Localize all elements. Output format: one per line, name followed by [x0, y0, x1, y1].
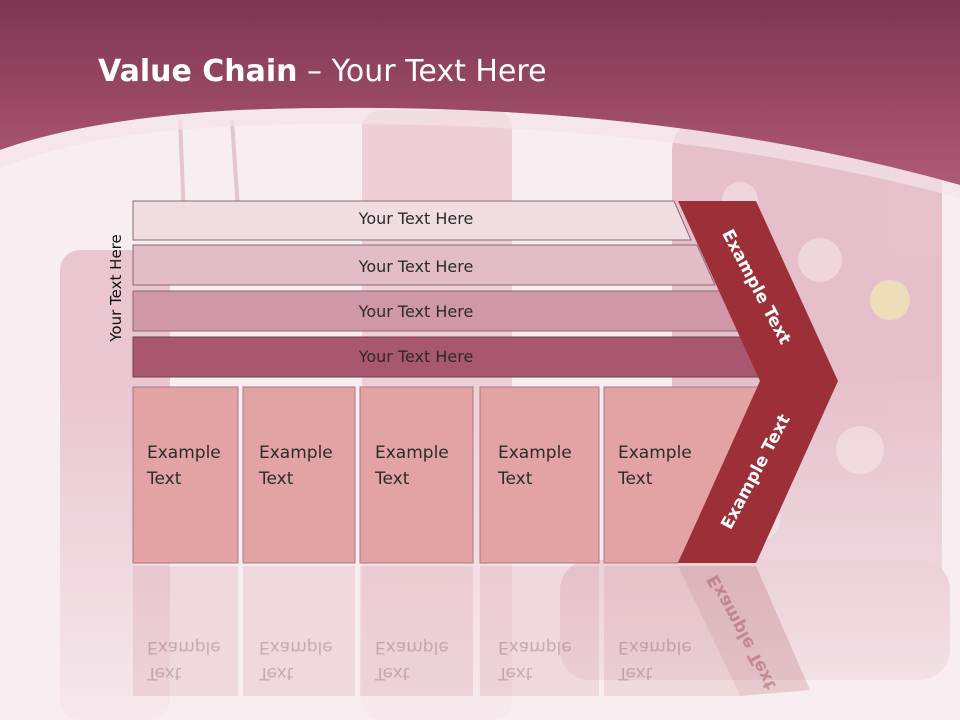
reflection-label-1: Text Example	[147, 634, 221, 686]
column-label-1-line2: Text	[147, 469, 182, 489]
reflection-label-4: Text Example	[498, 634, 572, 686]
row-label-3: Your Text Here	[358, 302, 474, 321]
margin-chevron-upper	[678, 201, 838, 381]
column-label-4: Example Text	[498, 440, 572, 492]
column-label-2-line1: Example	[259, 443, 333, 463]
row-label-4: Your Text Here	[358, 347, 474, 366]
column-label-5: Example Text	[618, 440, 692, 492]
column-label-2-line2: Text	[259, 469, 294, 489]
reflection-label-1-line1: Example	[147, 637, 221, 657]
column-label-3: Example Text	[375, 440, 449, 492]
column-label-4-line1: Example	[498, 443, 572, 463]
column-label-3-line1: Example	[375, 443, 449, 463]
row-label-2: Your Text Here	[358, 257, 474, 276]
reflection-label-3-line2: Text	[375, 663, 410, 683]
reflection-label-2-line2: Text	[259, 663, 294, 683]
reflection-label-5-line2: Text	[618, 663, 653, 683]
column-label-1: Example Text	[147, 440, 221, 492]
title-rest: – Your Text Here	[297, 54, 547, 89]
reflection-label-1-line2: Text	[147, 663, 182, 683]
reflection-label-5: Text Example	[618, 634, 692, 686]
column-label-2: Example Text	[259, 440, 333, 492]
reflection-label-2-line1: Example	[259, 637, 333, 657]
title-bold: Value Chain	[98, 54, 298, 89]
reflection-label-4-line2: Text	[498, 663, 533, 683]
margin-chevron-lower	[678, 381, 838, 563]
slide-title: Value Chain – Your Text Here	[98, 54, 547, 89]
column-shape-1	[132, 386, 239, 564]
reflection	[133, 566, 810, 696]
column-shape-4	[479, 386, 600, 564]
column-label-3-line2: Text	[375, 469, 410, 489]
column-shape-2	[242, 386, 356, 564]
reflection-label-5-line1: Example	[618, 637, 692, 657]
row-shape-1	[132, 200, 692, 241]
reflection-label-4-line1: Example	[498, 637, 572, 657]
column-label-5-line2: Text	[618, 469, 653, 489]
reflection-label-3-line1: Example	[375, 637, 449, 657]
row-label-1: Your Text Here	[358, 209, 474, 228]
row-shape-2	[132, 244, 716, 286]
column-label-4-line2: Text	[498, 469, 533, 489]
reflection-label-3: Text Example	[375, 634, 449, 686]
column-shape-3	[359, 386, 474, 564]
column-label-5-line1: Example	[618, 443, 692, 463]
reflection-label-2: Text Example	[259, 634, 333, 686]
column-label-1-line1: Example	[147, 443, 221, 463]
header-band	[0, 0, 960, 185]
